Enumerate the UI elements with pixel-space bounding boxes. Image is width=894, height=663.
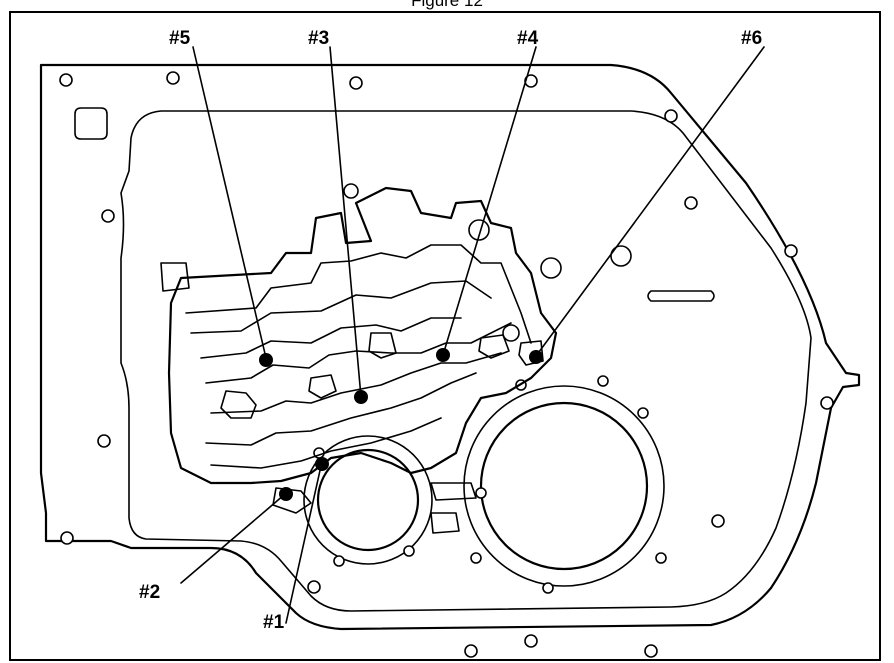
callout-dot-4 <box>436 348 450 362</box>
callout-label-1: #1 <box>263 612 285 633</box>
callout-dot-2 <box>279 487 293 501</box>
callout-dot-1 <box>315 457 329 471</box>
gasket-outline <box>39 63 861 631</box>
callout-label-4: #4 <box>517 28 539 49</box>
bolt-holes <box>59 71 834 658</box>
callout-dots <box>259 348 543 501</box>
callout-label-2: #2 <box>139 582 160 603</box>
leader-lines <box>180 46 765 624</box>
callout-label-6: #6 <box>741 28 762 49</box>
callout-labels: #5 #3 #4 #6 #2 #1 <box>139 28 762 633</box>
figure-caption: Figure 12 <box>411 0 483 10</box>
callout-dot-5 <box>259 353 273 367</box>
valve-body-gasket-diagram: #5 #3 #4 #6 #2 #1 <box>39 28 861 658</box>
diagram-frame: #5 #3 #4 #6 #2 #1 <box>9 11 881 661</box>
callout-label-3: #3 <box>308 28 329 49</box>
callout-dot-3 <box>354 390 368 404</box>
bores <box>303 375 667 594</box>
callout-dot-6 <box>529 350 543 364</box>
callout-label-5: #5 <box>169 28 191 49</box>
